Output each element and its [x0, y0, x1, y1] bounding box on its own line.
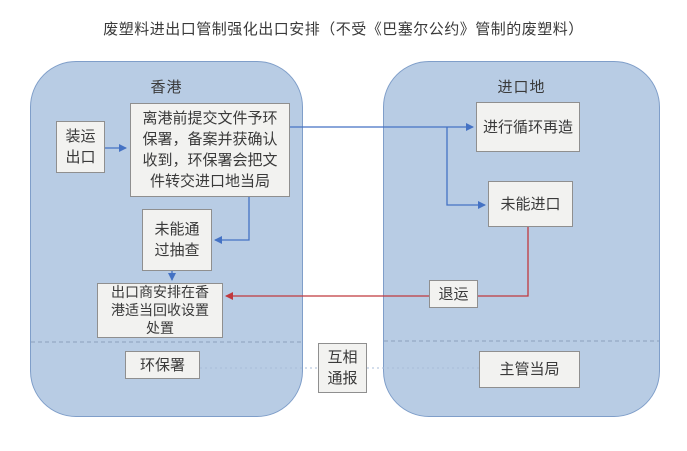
node-recycling: 进行循环再造 — [476, 102, 580, 152]
node-competent-authority: 主管当局 — [479, 351, 580, 388]
node-failed-spot-check: 未能通 过抽查 — [142, 209, 212, 271]
node-failed-import: 未能进口 — [488, 181, 573, 227]
node-pre-departure-submit: 离港前提交文件予环 保署，备案并获确认 收到，环保署会把文 件转交进口地当局 — [130, 103, 290, 197]
node-shipment-export: 装运 出口 — [56, 121, 105, 173]
node-epd: 环保署 — [125, 351, 200, 379]
node-mutual-notification: 互相 通报 — [318, 343, 367, 393]
diagram-title: 废塑料进出口管制强化出口安排（不受《巴塞尔公约》管制的废塑料） — [103, 20, 584, 38]
node-exporter-disposal: 出口商安排在香 港适当回收设置 处置 — [97, 283, 223, 338]
region-hong-kong-label: 香港 — [150, 78, 183, 96]
node-return-shipment: 退运 — [429, 280, 478, 308]
region-import-destination-label: 进口地 — [497, 78, 546, 96]
